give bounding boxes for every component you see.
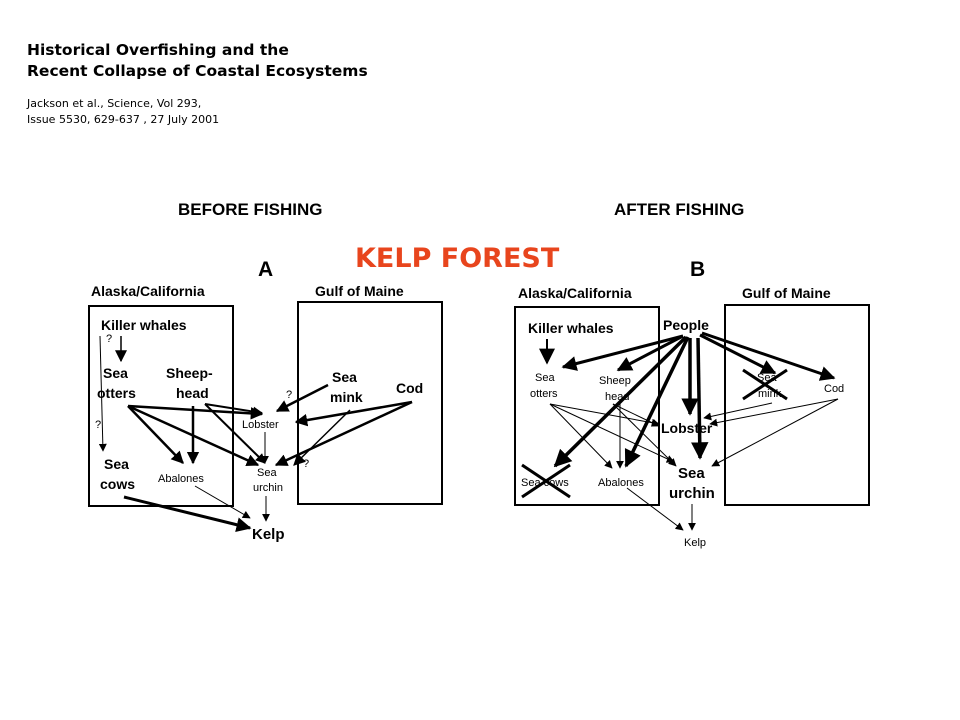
region-box-alaska-b [514,306,660,506]
node-killer-whales-a: Killer whales [101,317,187,333]
node-lobster-a: Lobster [242,419,279,431]
node-people-b: People [663,317,709,333]
arrow [274,400,413,467]
kelp-forest-title: KELP FOREST [355,243,560,274]
panel-a: Alaska/California Gulf of Maine Killer w… [88,283,443,543]
uncertain-link-marker: ? [106,333,112,345]
arrow [294,400,413,427]
arrow [549,403,660,427]
arrow [549,403,613,469]
node-abalones-b: Abalones [598,477,644,489]
arrow [553,335,688,468]
node-cod-a: Cod [396,380,423,396]
node-sheephead-a-line2: head [176,385,209,401]
node-sea-mink-a-line2: mink [330,389,363,405]
arrow [561,334,684,371]
title-line-1: Historical Overfishing and the [27,41,289,59]
extinct-cross-sea-cows [521,463,571,499]
arrow [709,398,839,427]
arrow [98,335,107,452]
node-sheephead-b-line1: Sheep [599,375,631,387]
node-sea-mink-a-line1: Sea [332,369,357,385]
arrow [127,404,264,420]
slide-title: Historical Overfishing and the Recent Co… [27,40,368,82]
panel-a-letter: A [258,258,273,281]
cross-stroke [742,368,788,401]
arrow [127,405,184,464]
region-box-maine-b [724,304,870,506]
arrow [204,403,266,464]
arrow [612,403,677,467]
citation-line-1: Jackson et al., Science, Vol 293, [27,97,202,110]
panel-b-letter: B [690,258,705,281]
arrow [293,409,351,466]
after-fishing-heading: AFTER FISHING [614,200,744,219]
arrow [549,403,675,463]
arrow [690,337,709,460]
node-kelp-b: Kelp [684,537,706,549]
node-sea-otters-a-line1: Sea [103,365,128,381]
citation-line-2: Issue 5530, 629-637 , 27 July 2001 [27,113,220,126]
node-sea-otters-b-line1: Sea [535,372,555,384]
node-cod-b: Cod [824,383,844,395]
arrow [275,383,329,413]
arrow [701,331,836,381]
arrow [616,334,684,372]
node-abalones-a: Abalones [158,473,204,485]
region-gulf-of-maine-a: Gulf of Maine [315,283,404,299]
node-kelp-a: Kelp [252,526,285,543]
node-sea-urchin-a-line2: urchin [253,482,283,494]
title-line-2: Recent Collapse of Coastal Ecosystems [27,62,368,80]
panel-b: Alaska/California Gulf of Maine Killer w… [514,285,870,549]
node-killer-whales-b: Killer whales [528,320,614,336]
node-sheephead-a-line1: Sheep- [166,365,213,381]
arrow [612,403,660,427]
citation: Jackson et al., Science, Vol 293, Issue … [27,96,219,128]
uncertain-link-marker: ? [286,389,292,401]
node-sea-urchin-b-line2: urchin [669,485,715,502]
node-sea-cows-a-line2: cows [100,476,135,492]
node-sea-urchin-a-line1: Sea [257,467,277,479]
region-alaska-california-b: Alaska/California [518,285,632,301]
arrow [626,487,684,531]
node-sea-otters-b-line2: otters [530,388,558,400]
arrow [123,495,252,533]
arrow [711,398,839,467]
extinct-cross-sea-mink [742,368,788,401]
region-box-maine-a [297,301,443,505]
arrows-panel-a [98,335,413,533]
uncertain-link-marker: ? [95,419,101,431]
before-fishing-heading: BEFORE FISHING [178,200,323,219]
arrows-panel-b [539,331,839,531]
node-sea-otters-a-line2: otters [97,385,136,401]
node-sea-urchin-b-line1: Sea [678,465,705,482]
arrow [703,402,773,421]
arrow [699,333,777,375]
arrow [204,403,263,417]
arrow [194,485,251,519]
region-alaska-california-a: Alaska/California [91,283,205,299]
node-lobster-b: Lobster [661,420,713,436]
uncertain-link-marker: ? [303,458,309,470]
cross-stroke [521,463,571,499]
node-sea-cows-a-line1: Sea [104,456,129,472]
region-gulf-of-maine-b: Gulf of Maine [742,285,831,301]
